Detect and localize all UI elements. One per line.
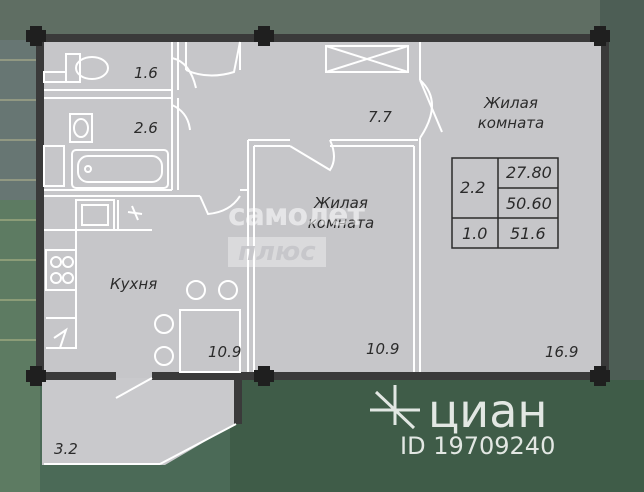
total-with-balcony-value: 51.6 bbox=[510, 224, 546, 243]
living-room-2-name-line2: комната bbox=[307, 214, 375, 232]
living-room-1-name-line2: комната bbox=[477, 114, 545, 132]
living-area-value: 27.80 bbox=[506, 163, 552, 182]
living-room-2-label: Жилая комната bbox=[296, 193, 386, 233]
area-summary-table: 2.2 1.0 27.80 50.60 51.6 bbox=[452, 158, 558, 248]
living-room-2-area: 10.9 bbox=[366, 340, 400, 358]
apartment-floor bbox=[42, 40, 603, 402]
rooms-count: 2.2 bbox=[460, 178, 486, 197]
total-area-value: 50.60 bbox=[506, 194, 552, 213]
living-room-1-area: 16.9 bbox=[545, 343, 579, 361]
living-room-1-label: Жилая комната bbox=[466, 93, 556, 133]
cian-id-watermark: ID 19709240 bbox=[400, 432, 556, 460]
hallway-area: 7.7 bbox=[368, 108, 392, 126]
cian-brand-watermark: циан bbox=[428, 384, 548, 438]
living-room-1-name-line1: Жилая bbox=[484, 94, 538, 112]
toilet-area: 1.6 bbox=[134, 64, 158, 82]
ceiling-value: 1.0 bbox=[462, 224, 488, 243]
living-room-2-name-line1: Жилая bbox=[314, 194, 368, 212]
bathroom-area: 2.6 bbox=[134, 119, 158, 137]
kitchen-name: Кухня bbox=[110, 275, 158, 293]
samolet-watermark: самолет плюс bbox=[228, 198, 365, 267]
samolet-watermark-line1: самолет bbox=[228, 198, 365, 233]
samolet-watermark-line2: плюс bbox=[228, 237, 326, 267]
balcony-area: 3.2 bbox=[54, 440, 78, 458]
kitchen-area: 10.9 bbox=[208, 343, 242, 361]
